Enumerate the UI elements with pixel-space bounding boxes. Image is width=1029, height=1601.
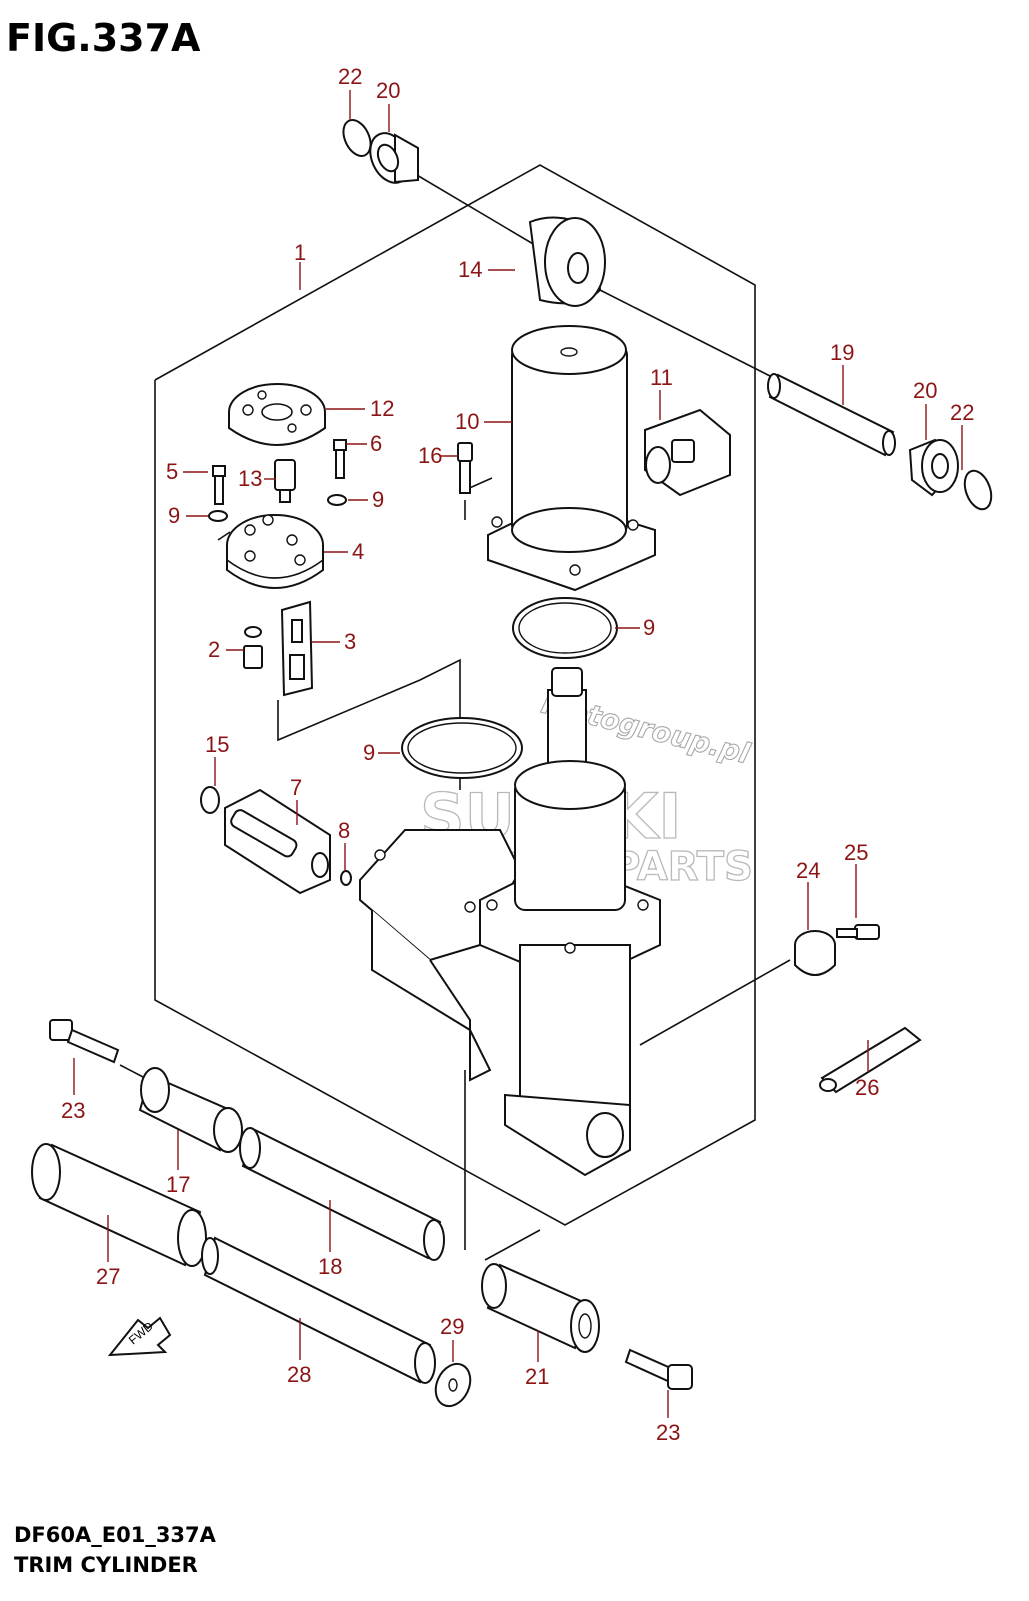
callout-18: 18 xyxy=(318,1254,342,1279)
screw-part-6 xyxy=(333,439,347,479)
valve-kit-part-3 xyxy=(280,600,314,697)
o-ring-part-9-right xyxy=(327,494,347,506)
callout-17: 17 xyxy=(166,1172,190,1197)
callout-25: 25 xyxy=(844,840,868,865)
callout-22-top: 22 xyxy=(338,64,362,89)
o-ring-part-9-upper xyxy=(512,597,618,659)
callout-2: 2 xyxy=(208,637,220,662)
callout-29: 29 xyxy=(440,1314,464,1339)
manifold-part-12 xyxy=(228,383,326,446)
bolt-part-16 xyxy=(457,442,473,494)
callout-28: 28 xyxy=(287,1362,311,1387)
bushing-part-20-top xyxy=(369,132,419,184)
callout-23-left: 23 xyxy=(61,1098,85,1123)
callout-14: 14 xyxy=(458,257,482,282)
cylinder-body xyxy=(359,760,661,1177)
sleeve-part-17 xyxy=(138,1067,243,1153)
bushing-part-24 xyxy=(794,930,836,976)
o-ring-part-8 xyxy=(340,870,352,886)
callout-11: 11 xyxy=(650,365,673,390)
bushing-part-14 xyxy=(528,216,606,307)
circlip-part-22-top xyxy=(342,119,372,157)
callout-3: 3 xyxy=(344,629,356,654)
callout-leaders xyxy=(73,90,963,1418)
callout-20-right: 20 xyxy=(913,378,937,403)
callout-9-left: 9 xyxy=(168,503,180,528)
figure-code: DF60A_E01_337A xyxy=(14,1523,216,1547)
pin-part-18 xyxy=(239,1127,445,1261)
callout-26: 26 xyxy=(855,1075,879,1100)
callout-9-upper: 9 xyxy=(643,615,655,640)
callout-22-right: 22 xyxy=(950,400,974,425)
callout-20-top: 20 xyxy=(376,78,400,103)
assembly-outline xyxy=(154,164,756,1226)
callout-6: 6 xyxy=(370,431,382,456)
screw-part-5 xyxy=(212,465,226,505)
pin-part-28 xyxy=(201,1236,436,1384)
callout-1: 1 xyxy=(294,240,306,265)
callout-12: 12 xyxy=(370,396,394,421)
callout-27: 27 xyxy=(96,1264,120,1289)
plug-part-2 xyxy=(243,626,263,669)
pin-part-19 xyxy=(767,373,896,457)
o-ring-part-9-left xyxy=(208,510,228,522)
callout-9-right: 9 xyxy=(372,487,384,512)
valve-part-13 xyxy=(274,459,296,503)
circlip-part-22-right xyxy=(963,469,993,511)
screw-part-25 xyxy=(836,924,880,940)
callout-24: 24 xyxy=(796,858,820,883)
washer-part-29 xyxy=(434,1362,472,1408)
o-ring-part-9-lower xyxy=(401,717,523,779)
bolt-part-23-right xyxy=(624,1348,693,1390)
reservoir-plug-part-11 xyxy=(644,408,731,497)
callout-16: 16 xyxy=(418,443,442,468)
bushing-part-20-right xyxy=(908,438,959,497)
sleeve-part-21 xyxy=(481,1263,600,1353)
forward-direction-arrow: FWD xyxy=(107,1316,172,1357)
callout-23-right: 23 xyxy=(656,1420,680,1445)
callout-10: 10 xyxy=(455,409,479,434)
callout-7: 7 xyxy=(290,775,302,800)
valve-part-7 xyxy=(224,788,331,895)
callout-numbers: 22 20 1 14 19 20 22 11 12 10 6 5 13 16 9… xyxy=(61,64,974,1445)
strap-part-26 xyxy=(819,1026,922,1094)
circlip-part-15 xyxy=(200,786,220,814)
valve-body-part-4 xyxy=(226,514,324,589)
callout-5: 5 xyxy=(166,459,178,484)
pivot-axis-lines xyxy=(119,167,791,1261)
callout-4: 4 xyxy=(352,539,364,564)
figure-title: FIG.337A xyxy=(6,16,201,60)
callout-13: 13 xyxy=(238,466,262,491)
sleeve-part-27 xyxy=(31,1143,207,1267)
callout-21: 21 xyxy=(525,1364,549,1389)
callout-9-lower: 9 xyxy=(363,740,375,765)
motor-part-10 xyxy=(487,325,656,592)
callout-15: 15 xyxy=(205,732,229,757)
callout-19: 19 xyxy=(830,340,854,365)
figure-name: TRIM CYLINDER xyxy=(14,1553,198,1577)
guide-lines xyxy=(217,477,493,1250)
bolt-part-23-left xyxy=(49,1019,120,1064)
callout-8: 8 xyxy=(338,818,350,843)
